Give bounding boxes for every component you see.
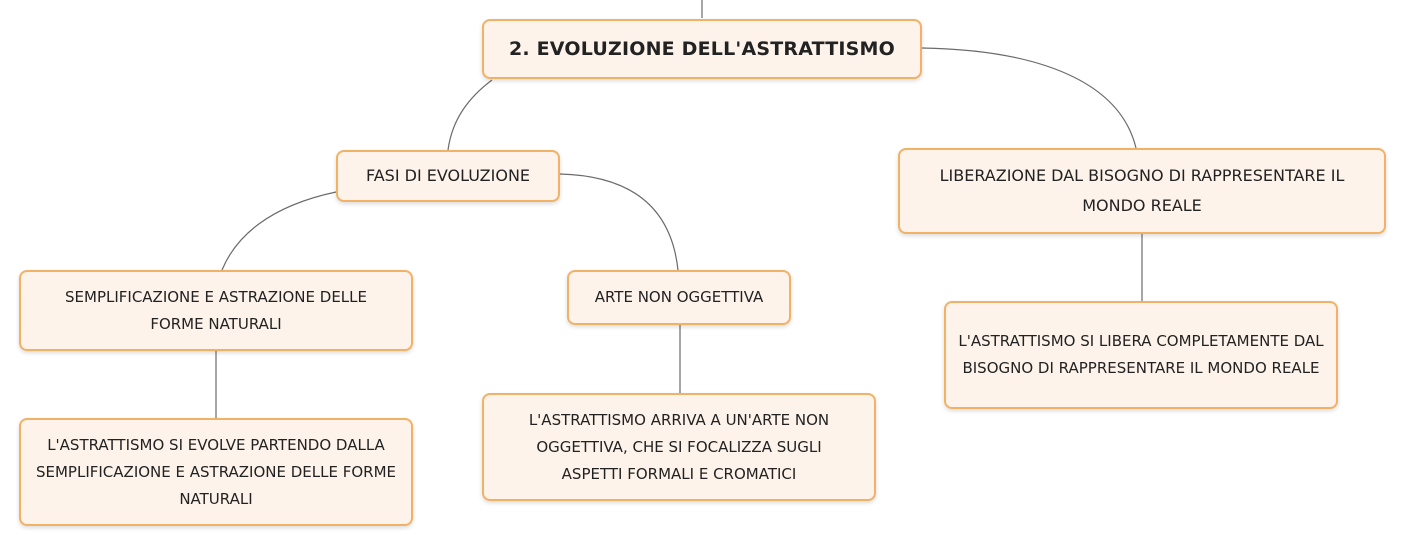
node-arte-non-oggettiva-label: ARTE NON OGGETTIVA <box>594 288 764 306</box>
node-fasi-di-evoluzione-label: FASI DI EVOLUZIONE <box>365 166 531 185</box>
node-semplificazione-detail-label: L'ASTRATTISMO SI EVOLVE PARTENDO DALLA S… <box>35 435 397 508</box>
connector-fasi-to-arte <box>559 173 679 271</box>
node-arte-non-oggettiva[interactable]: ARTE NON OGGETTIVA <box>567 270 791 325</box>
node-semplificazione-label: SEMPLIFICAZIONE E ASTRAZIONE DELLE FORME… <box>65 287 367 333</box>
node-fasi-di-evoluzione[interactable]: FASI DI EVOLUZIONE <box>336 150 560 202</box>
connector-root-to-fasi <box>447 79 493 151</box>
node-liberazione-label: LIBERAZIONE DAL BISOGNO DI RAPPRESENTARE… <box>939 166 1345 215</box>
node-liberazione[interactable]: LIBERAZIONE DAL BISOGNO DI RAPPRESENTARE… <box>898 148 1386 234</box>
node-arte-detail-label: L'ASTRATTISMO ARRIVA A UN'ARTE NON OGGET… <box>528 410 830 483</box>
connector-fasi-to-semplificazione <box>221 191 337 271</box>
node-semplificazione-detail[interactable]: L'ASTRATTISMO SI EVOLVE PARTENDO DALLA S… <box>19 418 413 526</box>
node-liberazione-detail[interactable]: L'ASTRATTISMO SI LIBERA COMPLETAMENTE DA… <box>944 301 1338 409</box>
node-root[interactable]: 2. EVOLUZIONE DELL'ASTRATTISMO <box>482 19 922 79</box>
node-root-label: 2. EVOLUZIONE DELL'ASTRATTISMO <box>508 37 896 60</box>
node-semplificazione[interactable]: SEMPLIFICAZIONE E ASTRAZIONE DELLE FORME… <box>19 270 413 351</box>
connector-root-to-liberazione <box>921 47 1137 149</box>
node-liberazione-detail-label: L'ASTRATTISMO SI LIBERA COMPLETAMENTE DA… <box>958 332 1324 377</box>
node-arte-detail[interactable]: L'ASTRATTISMO ARRIVA A UN'ARTE NON OGGET… <box>482 393 876 501</box>
